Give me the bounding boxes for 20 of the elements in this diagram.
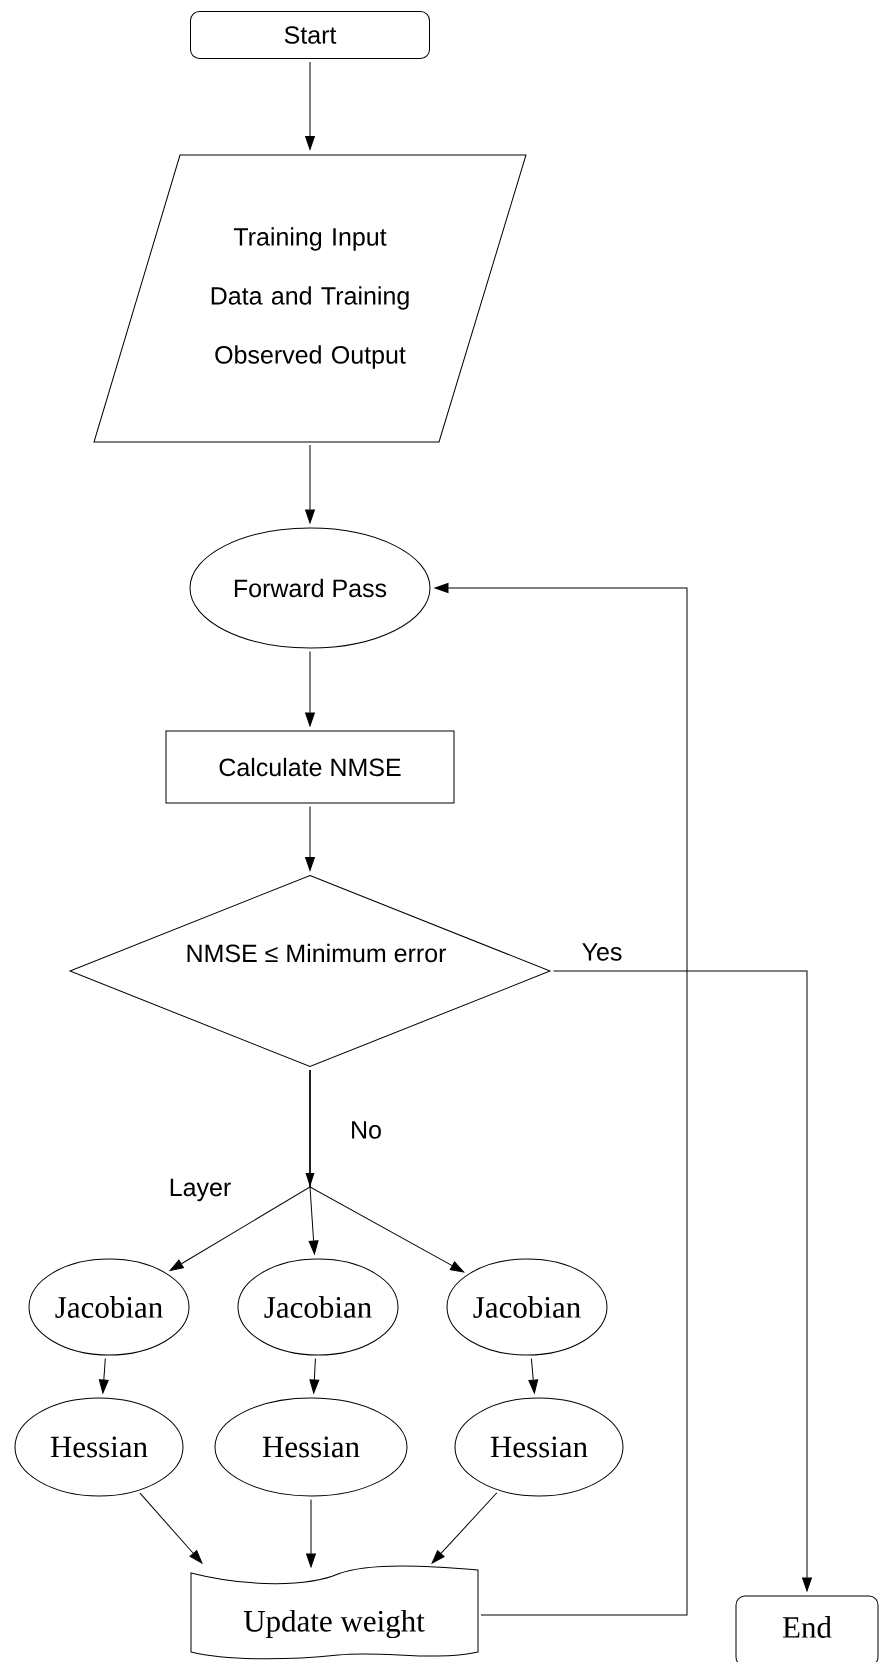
arrow <box>528 1357 539 1394</box>
arrow <box>305 61 315 150</box>
arrow <box>309 1358 320 1394</box>
layer-label: Layer <box>170 1178 231 1202</box>
arrow <box>98 1357 109 1394</box>
arrow <box>431 1492 498 1564</box>
arrow <box>434 583 688 1616</box>
arrow <box>306 1499 316 1568</box>
terminal-box: End <box>735 1595 879 1662</box>
arrow <box>305 806 315 871</box>
arrow <box>309 1069 465 1273</box>
edge-label: No <box>349 1120 383 1140</box>
edge-label: Yes <box>580 942 624 962</box>
arrow <box>553 970 812 1592</box>
data-parallelogram: Training Input Data and Training Observed Output <box>93 154 527 443</box>
arrow <box>139 1492 203 1564</box>
arrow <box>305 651 315 727</box>
arrow <box>305 444 315 524</box>
terminal-box: Start <box>190 11 430 59</box>
process-box: Calculate NMSE <box>165 730 455 804</box>
